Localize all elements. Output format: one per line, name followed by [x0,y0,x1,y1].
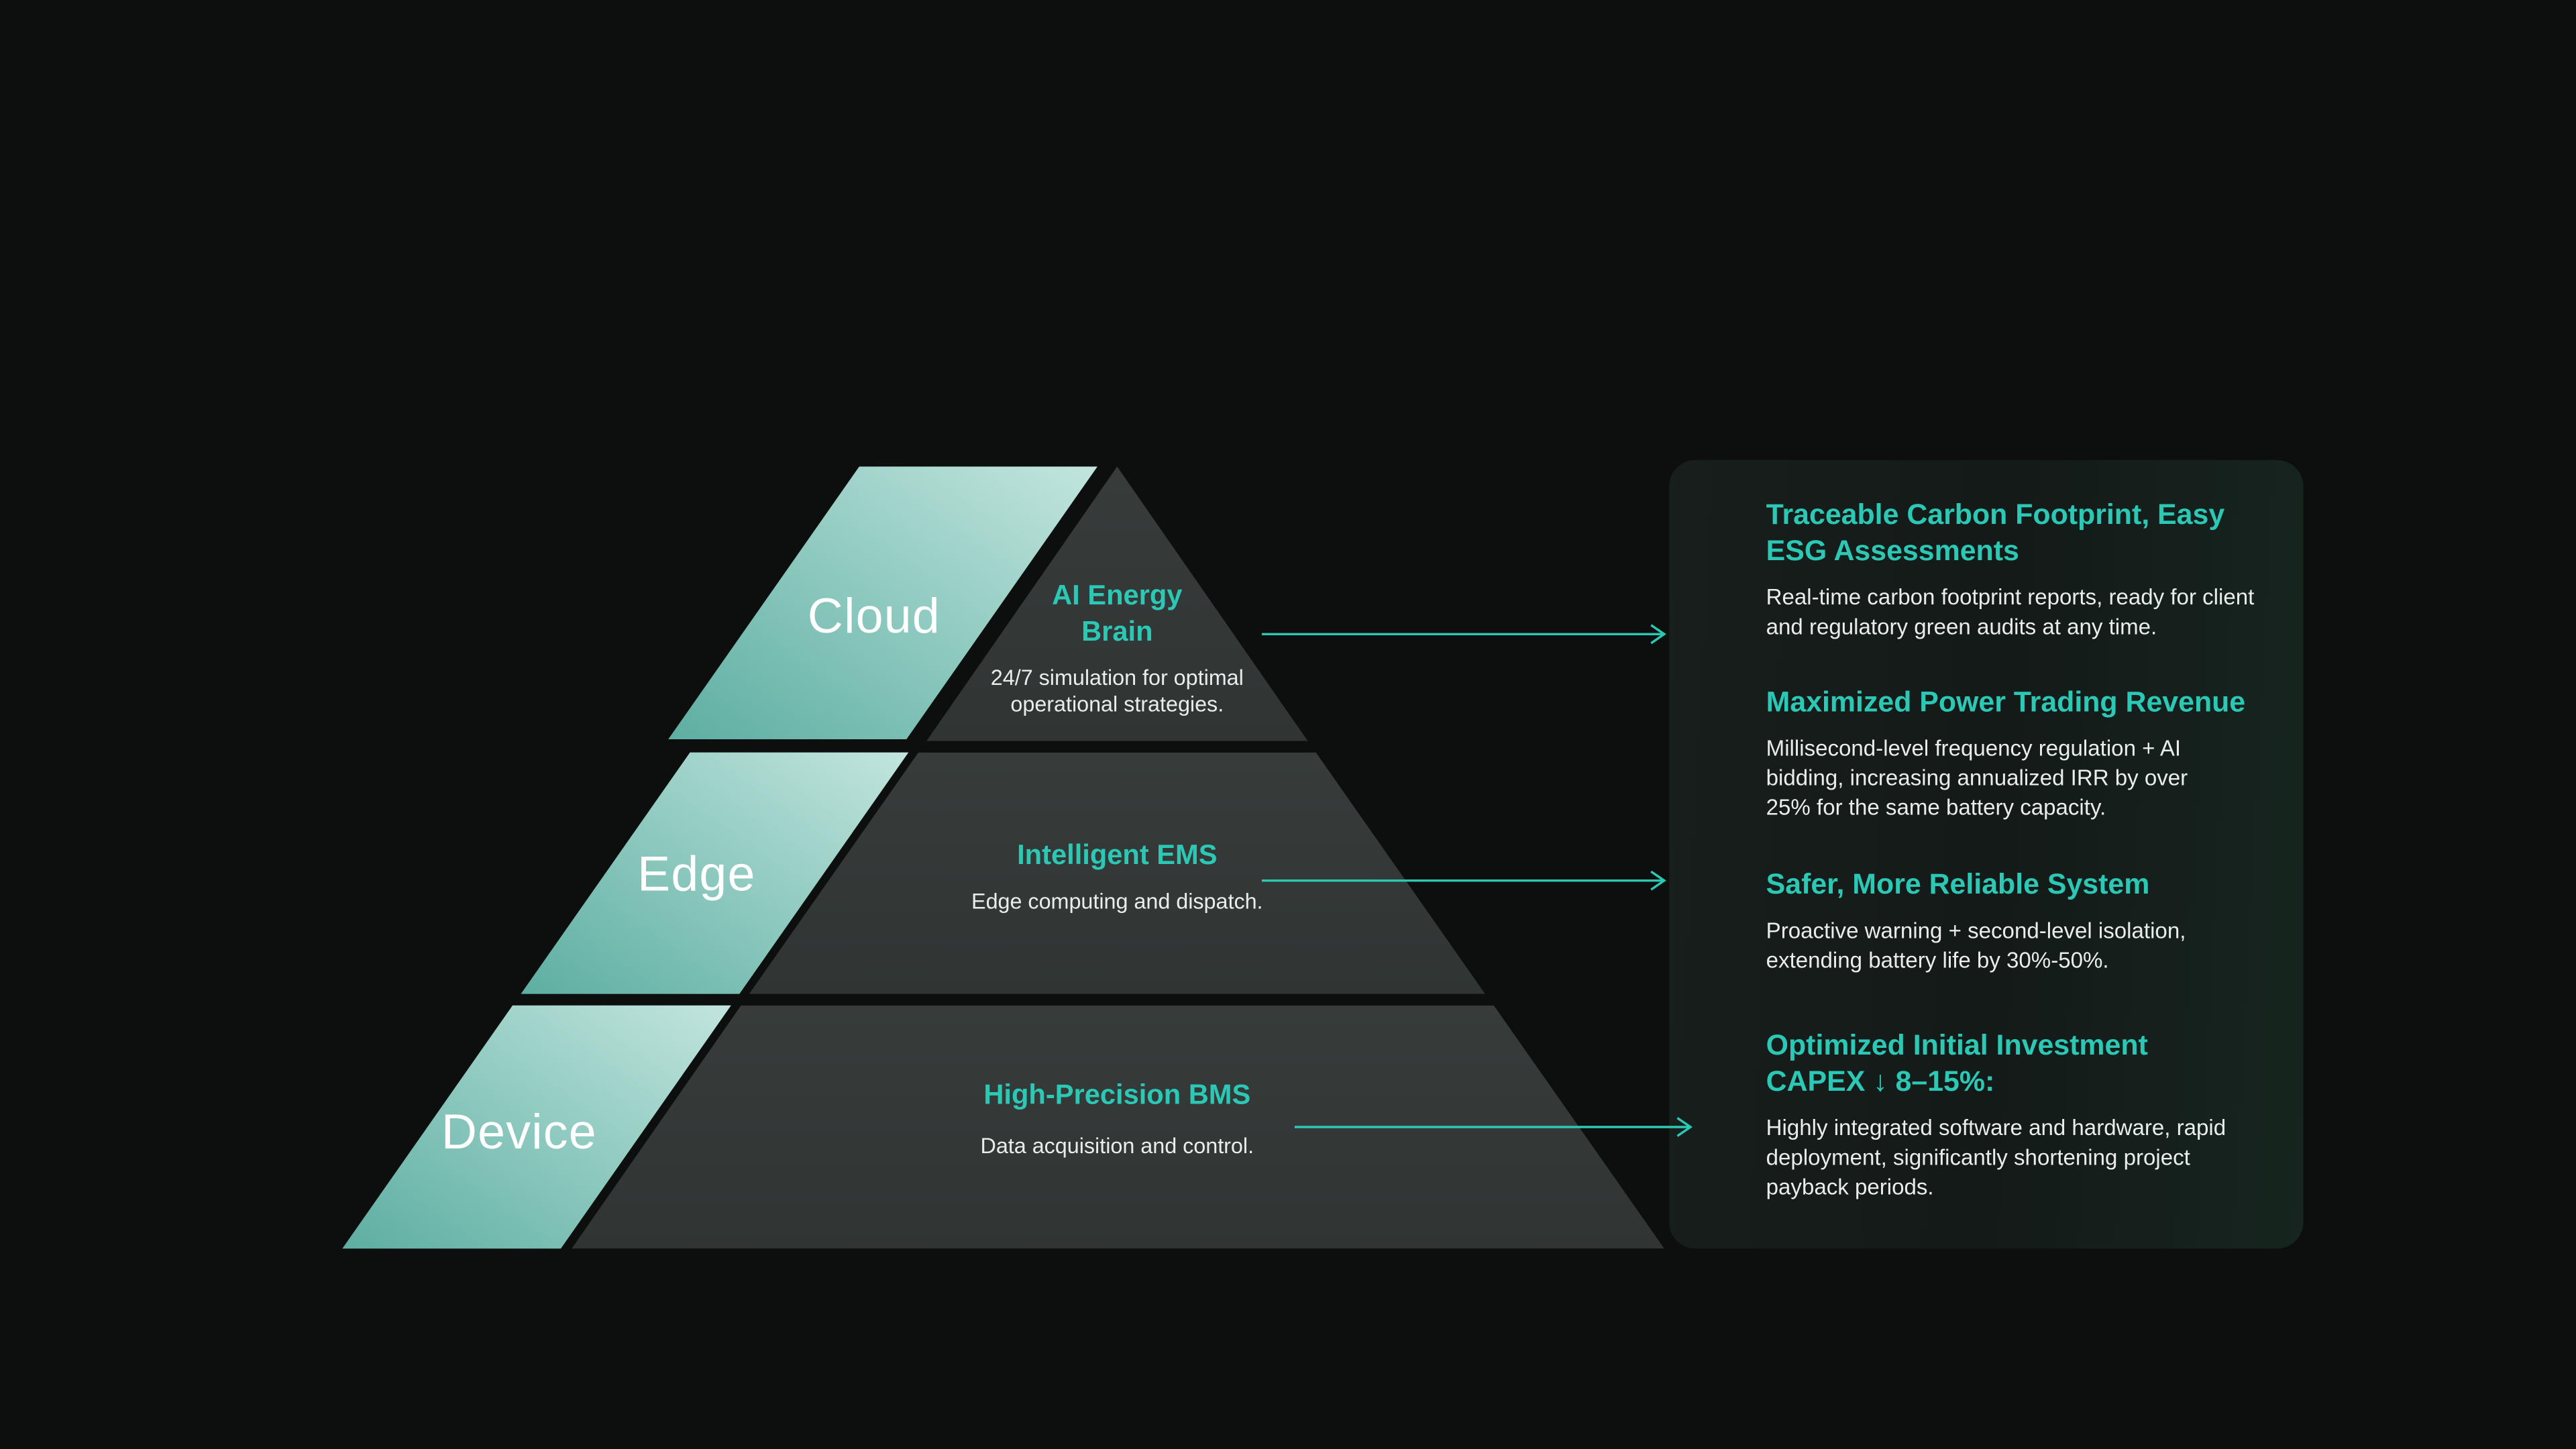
benefit-title: Maximized Power Trading Revenue [1766,685,2246,718]
band-text-cloud: AI Energy Brain 24/7 simulation for opti… [920,578,1314,718]
benefit-power-trading: Maximized Power Trading Revenue Millisec… [1766,685,2279,822]
band-title-ai-energy-brain: AI Energy Brain [1052,580,1183,647]
band-desc-high-precision-bms: Data acquisition and control. [980,1133,1254,1158]
arrow-right-icon [1261,621,1672,647]
benefit-title: Optimized Initial Investment CAPEX ↓ 8–1… [1766,1028,2148,1097]
benefit-title: Traceable Carbon Footprint, Easy ESG Ass… [1766,498,2225,567]
layer-label-device: Device [441,1106,597,1160]
benefit-body: Real-time carbon footprint reports, read… [1766,584,2255,639]
band-text-device: High-Precision BMS Data acquisition and … [846,1078,1388,1161]
band-title-high-precision-bms: High-Precision BMS [983,1079,1251,1111]
band-desc-intelligent-ems: Edge computing and dispatch. [971,888,1263,914]
benefit-carbon-footprint: Traceable Carbon Footprint, Easy ESG Ass… [1766,498,2279,642]
benefit-reliable-system: Safer, More Reliable System Proactive wa… [1766,867,2279,975]
band-title-intelligent-ems: Intelligent EMS [1017,839,1218,871]
band-text-edge: Intelligent EMS Edge computing and dispa… [854,838,1380,916]
benefit-capex: Optimized Initial Investment CAPEX ↓ 8–1… [1766,1028,2279,1202]
benefit-body: Millisecond-level frequency regulation +… [1766,735,2188,820]
benefit-body: Highly integrated software and hardware,… [1766,1115,2226,1199]
band-desc-ai-energy-brain: 24/7 simulation for optimal operational … [990,664,1244,716]
benefits-panel: Traceable Carbon Footprint, Easy ESG Ass… [1669,460,2304,1249]
benefit-body: Proactive warning + second-level isolati… [1766,918,2186,973]
arrow-right-icon [1294,1114,1699,1140]
arrow-right-icon [1261,867,1672,894]
layer-label-edge: Edge [637,847,756,902]
benefit-title: Safer, More Reliable System [1766,867,2150,901]
layer-label-cloud: Cloud [807,590,941,645]
